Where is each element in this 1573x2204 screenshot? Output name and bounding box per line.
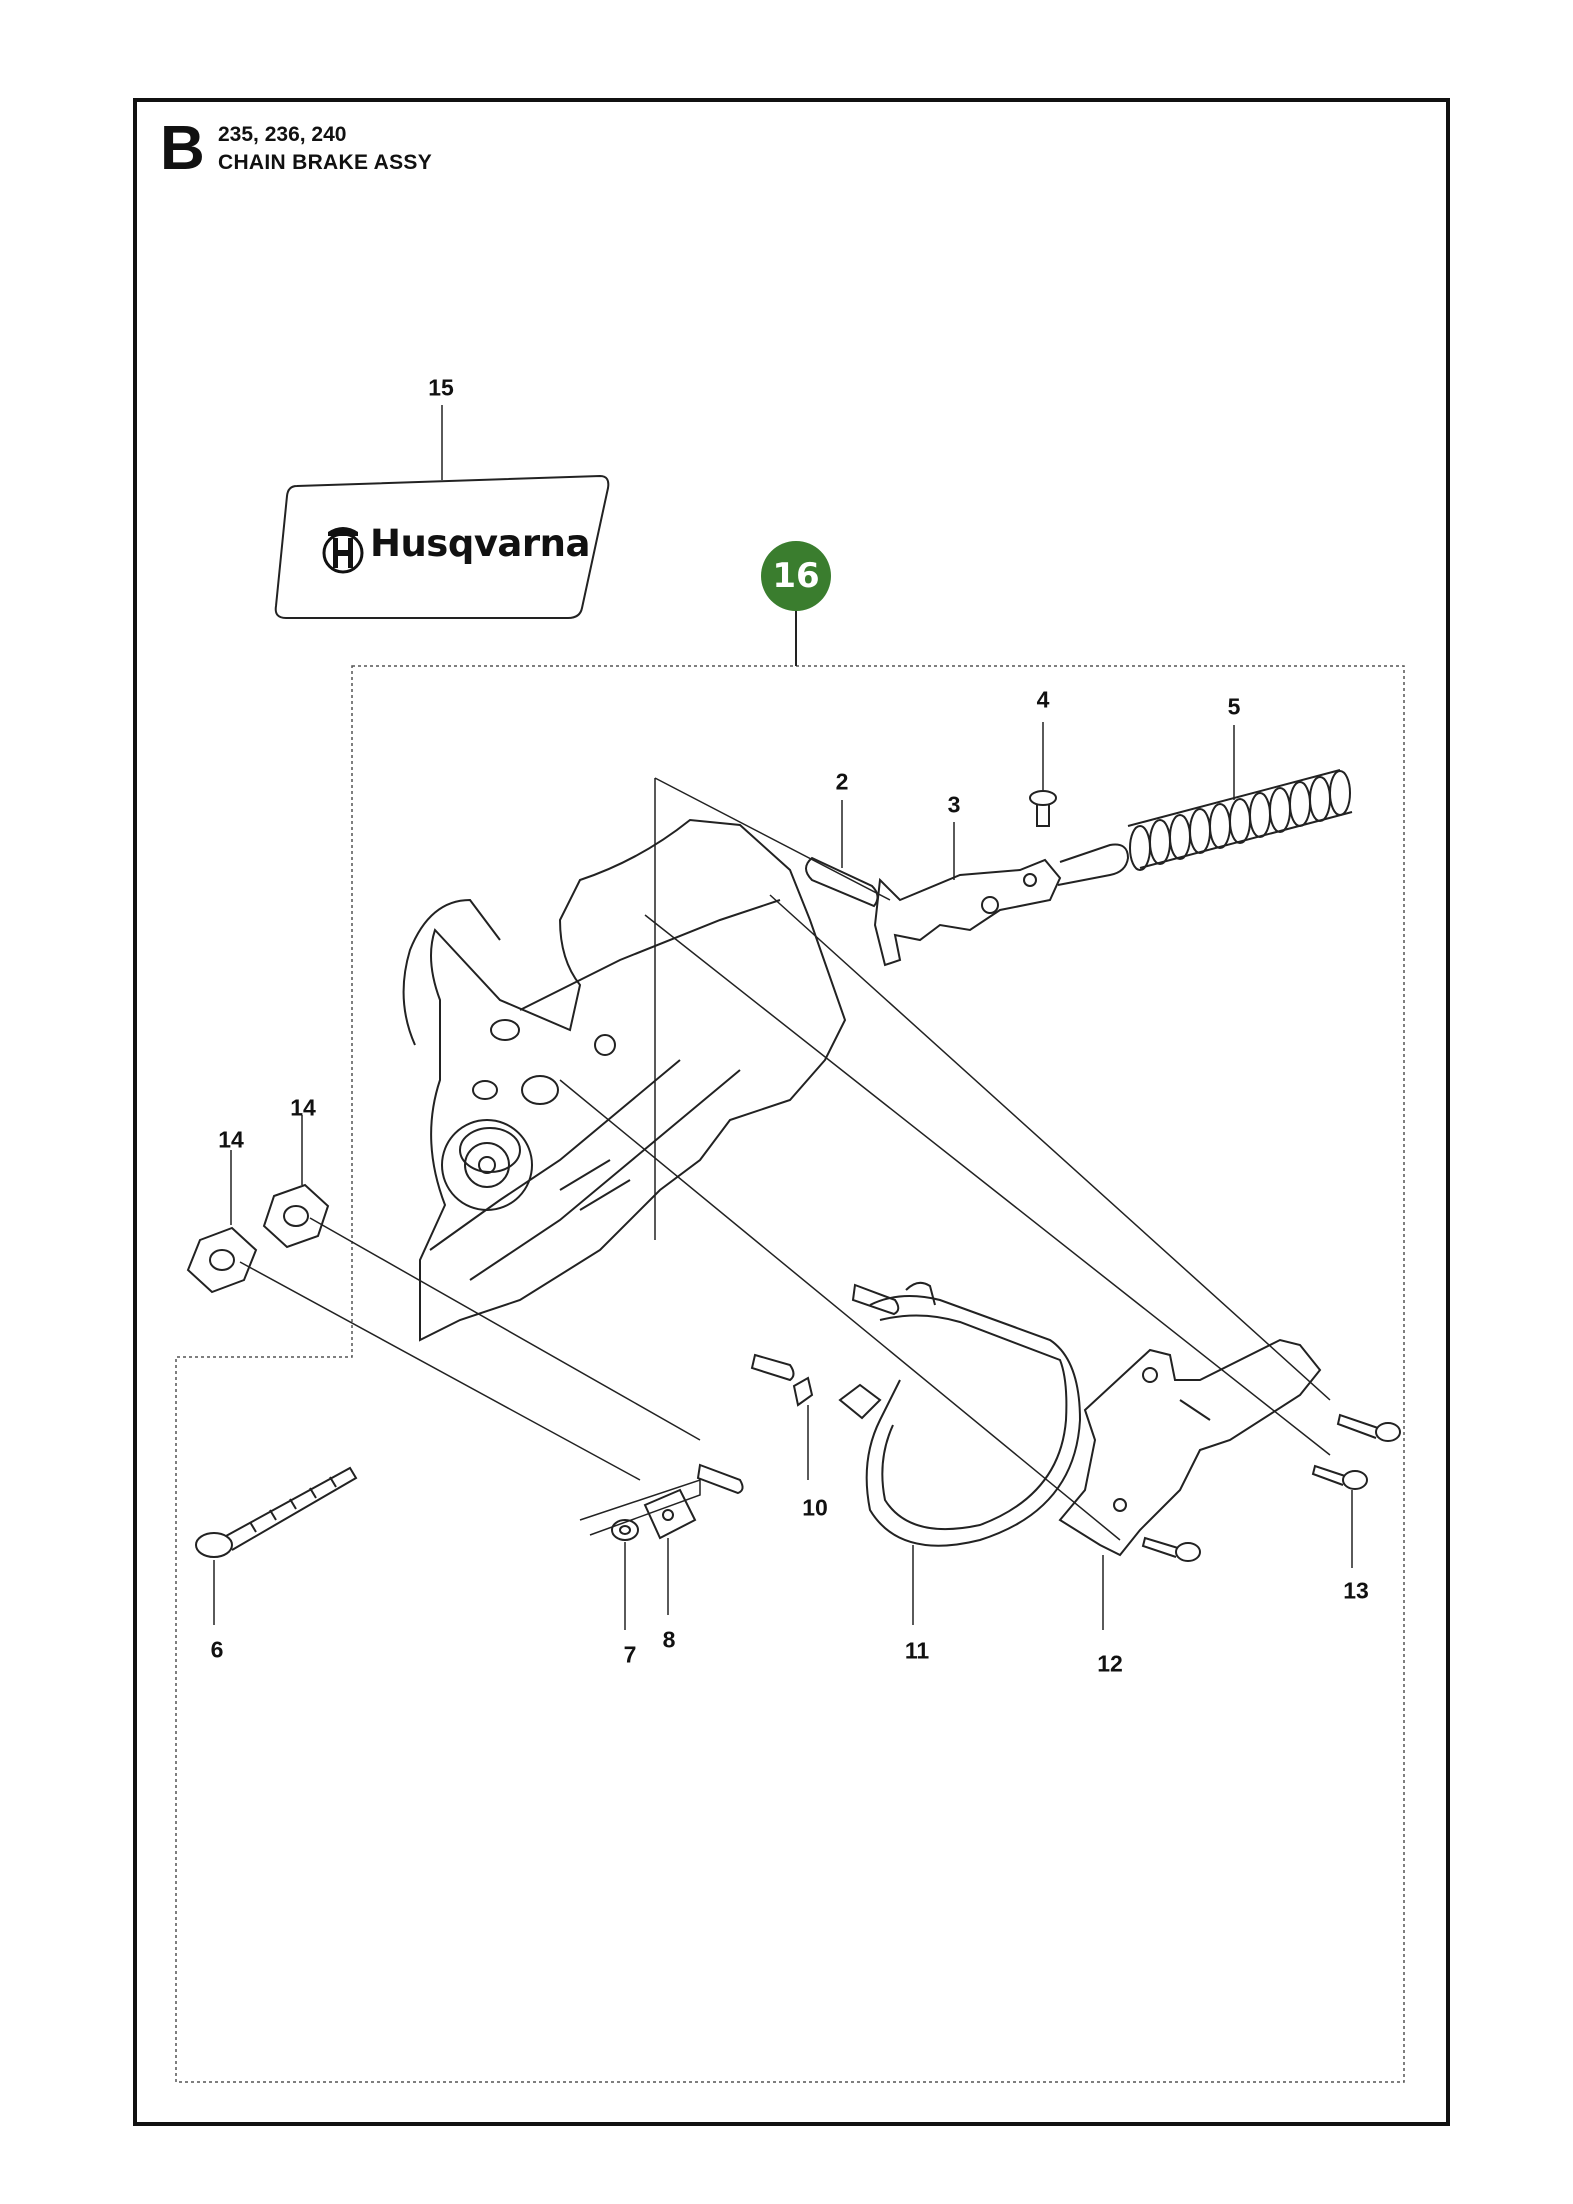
nut-14-left: [186, 1226, 258, 1294]
linkage-3: [873, 843, 1130, 967]
callout-15: 15: [428, 374, 454, 401]
assembly-badge-16: 16: [761, 541, 831, 611]
screw-4: [1029, 790, 1057, 827]
screw-13-b: [1311, 1464, 1368, 1490]
husqvarna-crown-h-icon: [322, 527, 364, 574]
callout-13: 13: [1343, 1577, 1369, 1604]
brake-band-11: [838, 1281, 1082, 1547]
screw-13-c: [1141, 1536, 1201, 1562]
callout-2: 2: [835, 768, 849, 795]
callout-5: 5: [1227, 693, 1241, 720]
model-numbers: 235, 236, 240: [218, 123, 347, 146]
plate-8: [643, 1488, 697, 1540]
callout-14-lower: 14: [218, 1126, 244, 1153]
page-border: [133, 98, 1450, 2126]
callout-14-upper: 14: [290, 1094, 316, 1121]
section-letter: B: [160, 114, 205, 183]
callout-7: 7: [623, 1641, 637, 1668]
clutch-cover-housing: [402, 818, 847, 1342]
spring-5: [1127, 769, 1353, 871]
pin-2: [805, 856, 879, 908]
pin-mid-1: [851, 1283, 900, 1316]
nut-14-right: [262, 1183, 330, 1249]
assembly-16-boundary: [175, 665, 1405, 2083]
pin-mid-3: [696, 1463, 744, 1495]
clutch-gear: [441, 1119, 533, 1211]
pin-mid-2: [750, 1353, 795, 1382]
washer-7: [611, 1519, 639, 1541]
callout-8: 8: [662, 1626, 676, 1653]
callout-12: 12: [1097, 1650, 1123, 1677]
decal-outline: [274, 474, 610, 619]
callout-4: 4: [1036, 686, 1050, 713]
callout-6: 6: [210, 1636, 224, 1663]
callout-11: 11: [904, 1637, 930, 1664]
diagram-title: CHAIN BRAKE ASSY: [218, 151, 433, 174]
spring-10: [792, 1376, 814, 1407]
screw-13-a: [1336, 1413, 1401, 1442]
callout-3: 3: [947, 791, 961, 818]
bolt-6: [195, 1466, 358, 1558]
bracket-12: [1058, 1338, 1322, 1557]
callout-10: 10: [802, 1494, 828, 1521]
decal-brand-text: Husqvarna: [370, 522, 590, 565]
